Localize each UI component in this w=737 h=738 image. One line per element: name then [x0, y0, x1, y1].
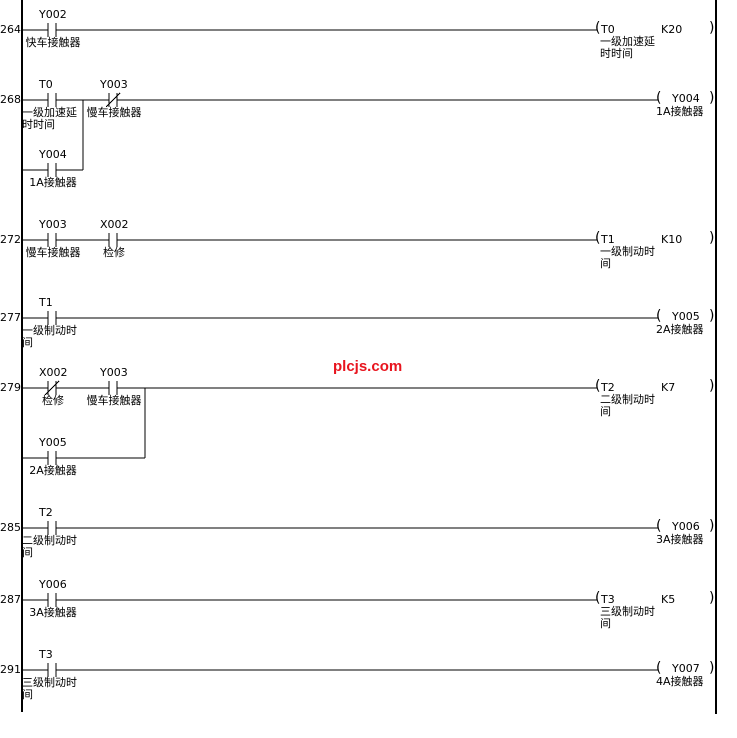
coil-left-paren: (	[595, 378, 601, 394]
coil-left-paren: (	[656, 518, 662, 534]
contact-nc-slash	[105, 92, 121, 108]
output-coil-address[interactable]: Y005	[672, 310, 700, 323]
contact-comment: 慢车接触器	[83, 395, 145, 407]
contact-comment-text: 一级加速延时时间	[22, 106, 77, 131]
coil-left-paren: (	[656, 660, 662, 676]
contact-address[interactable]: X002	[39, 366, 68, 379]
contact-address[interactable]: T0	[39, 78, 53, 91]
contact-comment: 一级加速延时时间	[22, 107, 84, 131]
coil-right-paren: )	[709, 660, 715, 676]
coil-left-paren: (	[656, 90, 662, 106]
contact-address[interactable]: T2	[39, 506, 53, 519]
output-coil-address[interactable]: Y006	[672, 520, 700, 533]
contact-comment: 慢车接触器	[83, 107, 145, 119]
output-coil-address[interactable]: Y004	[672, 92, 700, 105]
contact-comment: 3A接触器	[22, 607, 84, 619]
contact-address[interactable]: Y002	[39, 8, 67, 21]
contact-comment-text: 二级制动时间	[22, 534, 77, 559]
coil-right-paren: )	[709, 590, 715, 606]
contact-address[interactable]: Y004	[39, 148, 67, 161]
contact-comment-text: 三级制动时间	[22, 676, 77, 701]
contact-comment: 检修	[83, 247, 145, 259]
coil-right-paren: )	[709, 230, 715, 246]
contact-comment: 2A接触器	[22, 465, 84, 477]
timer-setpoint: K10	[661, 233, 683, 246]
timer-setpoint: K20	[661, 23, 683, 36]
contact-comment: 三级制动时间	[22, 677, 84, 701]
coil-left-paren: (	[595, 20, 601, 36]
coil-left-paren: (	[595, 230, 601, 246]
contact-address[interactable]: Y006	[39, 578, 67, 591]
output-coil-comment: 1A接触器	[656, 105, 704, 118]
output-coil-address[interactable]: Y007	[672, 662, 700, 675]
timer-coil-address[interactable]: T2	[601, 381, 615, 394]
coil-left-paren: (	[595, 590, 601, 606]
contact-address[interactable]: Y003	[39, 218, 67, 231]
contact-comment-text: 1A接触器	[29, 176, 77, 189]
contact-address[interactable]: T3	[39, 648, 53, 661]
contact-comment-text: 2A接触器	[29, 464, 77, 477]
contact-comment: 1A接触器	[22, 177, 84, 189]
coil-right-paren: )	[709, 308, 715, 324]
contact-address[interactable]: X002	[100, 218, 129, 231]
timer-coil-address[interactable]: T1	[601, 233, 615, 246]
contact-comment-text: 3A接触器	[29, 606, 77, 619]
contact-address[interactable]: Y005	[39, 436, 67, 449]
contact-comment: 检修	[22, 395, 84, 407]
step-number: 272	[0, 233, 21, 246]
timer-coil-address[interactable]: T3	[601, 593, 615, 606]
coil-right-paren: )	[709, 90, 715, 106]
timer-coil-address[interactable]: T0	[601, 23, 615, 36]
timer-coil-comment: 三级制动时间	[600, 605, 655, 630]
timer-coil-comment: 一级制动时间	[600, 245, 655, 270]
contact-comment: 慢车接触器	[22, 247, 84, 259]
coil-right-paren: )	[709, 518, 715, 534]
contact-comment-text: 慢车接触器	[86, 394, 142, 407]
step-number: 277	[0, 311, 21, 324]
contact-comment: 一级制动时间	[22, 325, 84, 349]
watermark: plcjs.com	[333, 358, 403, 375]
coil-left-paren: (	[656, 308, 662, 324]
contact-comment: 二级制动时间	[22, 535, 84, 559]
timer-setpoint: K7	[661, 381, 676, 394]
contact-comment-text: 慢车接触器	[86, 106, 142, 119]
step-number: 287	[0, 593, 21, 606]
contact-nc-slash	[44, 380, 60, 396]
timer-coil-comment: 二级制动时间	[600, 393, 655, 418]
output-coil-comment: 3A接触器	[656, 533, 704, 546]
contact-address[interactable]: T1	[39, 296, 53, 309]
coil-right-paren: )	[709, 378, 715, 394]
contact-comment-text: 检修	[103, 246, 125, 259]
output-coil-comment: 2A接触器	[656, 323, 704, 336]
step-number: 291	[0, 663, 21, 676]
step-number: 285	[0, 521, 21, 534]
contact-comment-text: 快车接触器	[25, 36, 81, 49]
contact-comment: 快车接触器	[22, 37, 84, 49]
contact-comment-text: 一级制动时间	[22, 324, 77, 349]
contact-comment-text: 检修	[42, 394, 64, 407]
timer-coil-comment: 一级加速延时时间	[600, 35, 655, 60]
coil-right-paren: )	[709, 20, 715, 36]
output-coil-comment: 4A接触器	[656, 675, 704, 688]
step-number: 279	[0, 381, 21, 394]
step-number: 264	[0, 23, 21, 36]
contact-address[interactable]: Y003	[100, 78, 128, 91]
contact-address[interactable]: Y003	[100, 366, 128, 379]
contact-comment-text: 慢车接触器	[25, 246, 81, 259]
timer-setpoint: K5	[661, 593, 676, 606]
step-number: 268	[0, 93, 21, 106]
